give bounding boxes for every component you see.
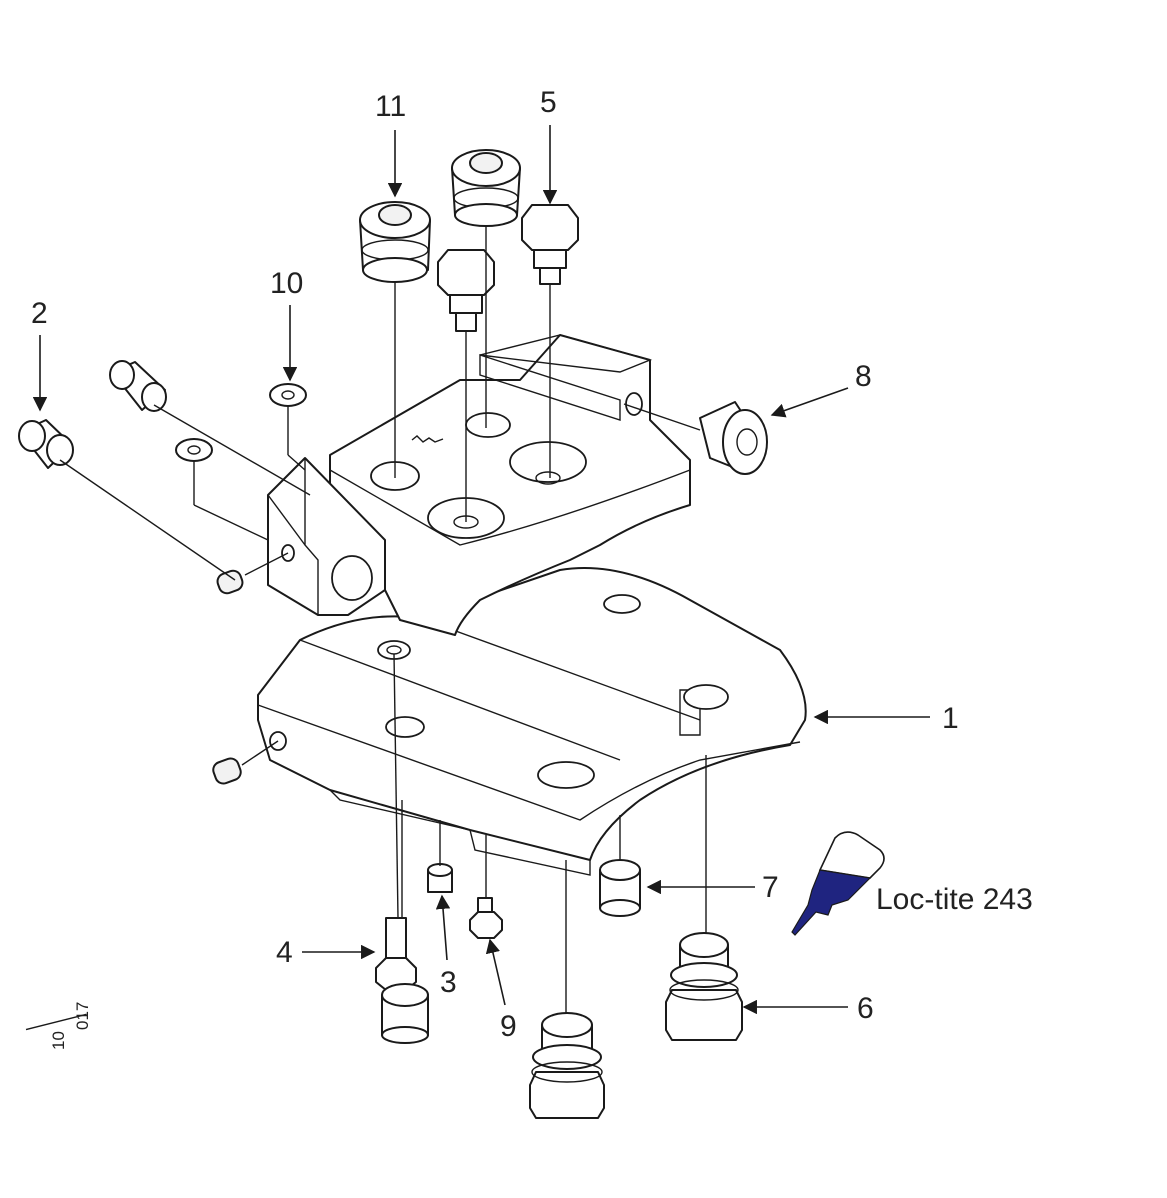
adhesive-bottle-icon [791, 831, 885, 936]
plug-11 [359, 201, 431, 283]
callout-5: 5 [540, 86, 557, 119]
sleeve-7 [599, 859, 641, 917]
hex-bolt-center [437, 249, 495, 332]
callout-8: 8 [855, 360, 872, 393]
callout-11: 11 [375, 90, 406, 123]
dowel-pin-2 [18, 419, 74, 469]
callout-10: 10 [270, 267, 303, 300]
set-screw-lower [212, 757, 242, 785]
bolt-4 [375, 917, 417, 991]
leader-arrows [32, 125, 930, 1015]
reference-bottom: 017 [73, 1002, 92, 1030]
callout-3: 3 [440, 966, 457, 999]
plug-6 [665, 932, 743, 1041]
assembly-lines [59, 226, 707, 1014]
callout-1: 1 [942, 702, 959, 735]
base-plate [257, 567, 807, 876]
reference-top: 10 [49, 1031, 68, 1050]
dowel-pin-1 [109, 360, 167, 412]
washer-lower [175, 438, 213, 462]
bolt-9 [469, 897, 503, 939]
set-screw-upper [216, 569, 244, 595]
plug-bottom [529, 1012, 605, 1119]
hex-bolt-5 [521, 204, 579, 285]
callout-7: 7 [762, 871, 779, 904]
callout-6: 6 [857, 992, 874, 1025]
drawing-reference: 10 017 [25, 1002, 92, 1050]
adhesive-note: Loc-tite 243 [791, 831, 1033, 936]
callout-9: 9 [500, 1010, 517, 1043]
plug-top-center [451, 149, 521, 227]
adhesive-label: Loc-tite 243 [876, 883, 1033, 916]
callout-4: 4 [276, 936, 293, 969]
washer-10 [269, 383, 307, 407]
side-plug-8 [699, 401, 768, 475]
callout-labels: 1 2 3 4 5 6 7 8 9 10 11 [31, 86, 959, 1043]
callout-2: 2 [31, 297, 48, 330]
sleeve-4 [381, 983, 429, 1044]
clamp-block [267, 457, 386, 616]
pin-3 [427, 863, 453, 893]
